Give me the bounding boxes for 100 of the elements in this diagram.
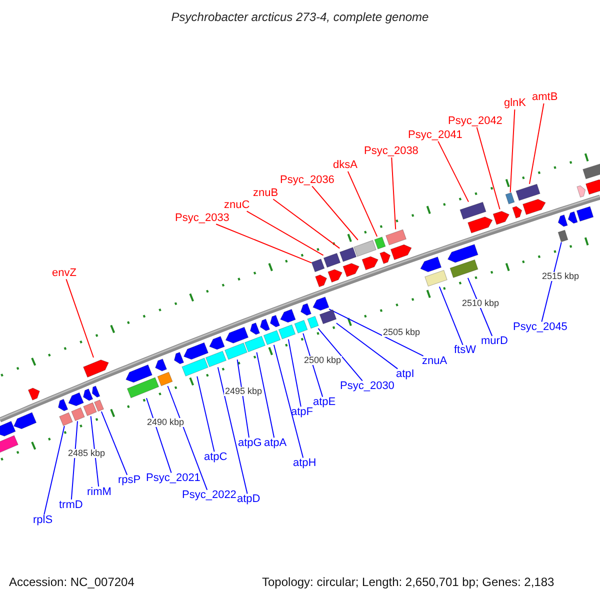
- gene-block: [224, 342, 248, 360]
- gene-block: [492, 210, 510, 225]
- leader-line: [312, 186, 358, 240]
- gene-block: [182, 358, 208, 377]
- gene-label: rpsP: [118, 475, 141, 486]
- leader-line: [272, 198, 340, 249]
- gene-block: [328, 269, 343, 283]
- gene-block: [385, 229, 407, 246]
- leader-line: [216, 224, 312, 264]
- gene-block: [270, 314, 280, 328]
- gene-block: [558, 214, 568, 227]
- gene-block: [278, 324, 296, 340]
- gene-block: [126, 377, 160, 398]
- gene-block: [92, 386, 100, 398]
- gene-label: glnK: [504, 98, 526, 109]
- scale-label: 2500 kbp: [303, 356, 342, 365]
- gene-block: [339, 247, 357, 262]
- gene-block: [300, 303, 312, 316]
- gene-block: [505, 192, 515, 204]
- gene-block: [319, 309, 337, 324]
- gene-block: [312, 296, 330, 311]
- gene-block: [354, 240, 376, 257]
- gene-label: amtB: [532, 92, 558, 103]
- leader-line: [273, 344, 304, 458]
- gene-block: [280, 308, 296, 323]
- leader-line: [438, 286, 464, 346]
- leader-line: [510, 109, 516, 193]
- gene-block: [0, 435, 18, 454]
- leader-line: [336, 322, 398, 370]
- leader-line: [541, 242, 562, 322]
- footer-text: Topology: circular; Length: 2,650,701 bp; Genes: 2,183: [262, 576, 554, 588]
- gene-block: [58, 398, 68, 412]
- gene-block: [263, 330, 281, 346]
- gene-block: [82, 388, 94, 401]
- leader-line: [529, 102, 544, 184]
- gene-label: atpI: [396, 369, 414, 380]
- gene-block: [585, 179, 600, 195]
- gene-block: [126, 364, 152, 383]
- gene-block: [323, 252, 341, 268]
- gene-label: Psyc_2042: [448, 116, 502, 127]
- gene-label: rimM: [87, 487, 112, 498]
- gene-block: [94, 399, 104, 412]
- gene-label: murD: [481, 336, 508, 347]
- gene-block: [183, 342, 209, 360]
- leader-line: [256, 352, 275, 438]
- leader-line: [438, 140, 469, 202]
- gene-label: atpE: [313, 397, 336, 408]
- scale-label: 2510 kbp: [461, 299, 500, 308]
- gene-label: ftsW: [454, 345, 476, 356]
- gene-block: [250, 322, 260, 335]
- leader-line: [100, 411, 128, 476]
- gene-block: [13, 412, 37, 430]
- gene-label: dksA: [333, 160, 358, 171]
- gene-label: atpA: [264, 438, 287, 449]
- gene-block: [68, 392, 84, 406]
- leader-line: [146, 398, 172, 474]
- gene-block: [0, 420, 16, 436]
- leader-line: [391, 157, 396, 230]
- gene-block: [342, 263, 360, 278]
- gene-block: [28, 388, 40, 400]
- gene-block: [374, 236, 386, 250]
- gene-block: [244, 336, 266, 352]
- diagram-title: Psychrobacter arcticus 273-4, complete genome: [171, 10, 429, 24]
- gene-label: atpH: [293, 458, 316, 469]
- gene-block: [512, 206, 522, 218]
- gene-block: [71, 407, 85, 422]
- gene-block: [307, 316, 319, 329]
- leader-line: [328, 308, 424, 356]
- leader-line: [318, 328, 363, 382]
- leader-line: [467, 277, 493, 336]
- gene-label: Psyc_2038: [364, 146, 418, 157]
- gene-block: [157, 372, 173, 386]
- gene-label: atpC: [204, 452, 228, 463]
- gene-block: [460, 202, 486, 220]
- leader-line: [90, 416, 100, 487]
- gene-label: rplS: [33, 515, 53, 526]
- gene-block: [450, 259, 478, 278]
- footer-text: Accession: NC_007204: [9, 576, 134, 588]
- gene-block: [582, 164, 600, 180]
- gene-label: atpF: [291, 407, 314, 418]
- gene-block: [420, 256, 442, 272]
- gene-block: [380, 251, 391, 264]
- gene-label: Psyc_2021: [146, 473, 200, 484]
- gene-label: Psyc_2022: [182, 490, 236, 501]
- leader-line: [66, 278, 94, 358]
- leader-line: [196, 376, 215, 452]
- gene-block: [568, 211, 578, 224]
- gene-block: [209, 336, 225, 350]
- gene-block: [468, 216, 493, 234]
- gene-block: [174, 352, 184, 364]
- scale-label: 2515 kbp: [541, 272, 580, 281]
- gene-label: Psyc_2033: [175, 213, 230, 224]
- gene-block: [294, 320, 308, 334]
- gene-block: [576, 185, 586, 198]
- gene-label: atpG: [238, 438, 262, 449]
- gene-block: [83, 402, 97, 416]
- gene-label: Psyc_2036: [280, 175, 334, 186]
- scale-label: 2490 kbp: [146, 418, 186, 427]
- gene-block: [82, 360, 109, 378]
- gene-label: Psyc_2030: [340, 381, 394, 392]
